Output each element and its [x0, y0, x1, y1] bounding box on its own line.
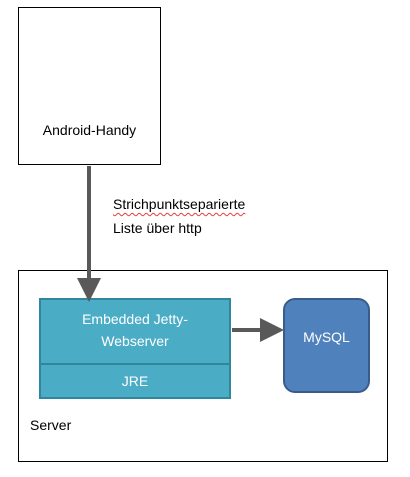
android-device-label: Android-Handy — [42, 122, 137, 138]
mysql-database-box: MySQL — [283, 298, 370, 393]
webserver-label: Embedded Jetty- Webserver — [41, 308, 229, 352]
mysql-label: MySQL — [303, 329, 350, 345]
connection-label-line1: Strichpunktseparierte — [113, 196, 246, 212]
connection-label: Strichpunktseparierte Liste über http — [113, 192, 245, 240]
webserver-label-line2: Webserver — [101, 333, 169, 349]
connection-label-line2: Liste über http — [113, 220, 202, 236]
jre-label: JRE — [121, 373, 149, 389]
webserver-jre-divider — [41, 363, 229, 365]
webserver-box: Embedded Jetty- Webserver JRE — [39, 298, 231, 399]
android-device-box: Android-Handy — [18, 7, 161, 165]
webserver-label-line1: Embedded Jetty- — [82, 311, 188, 327]
server-label: Server — [30, 417, 72, 433]
